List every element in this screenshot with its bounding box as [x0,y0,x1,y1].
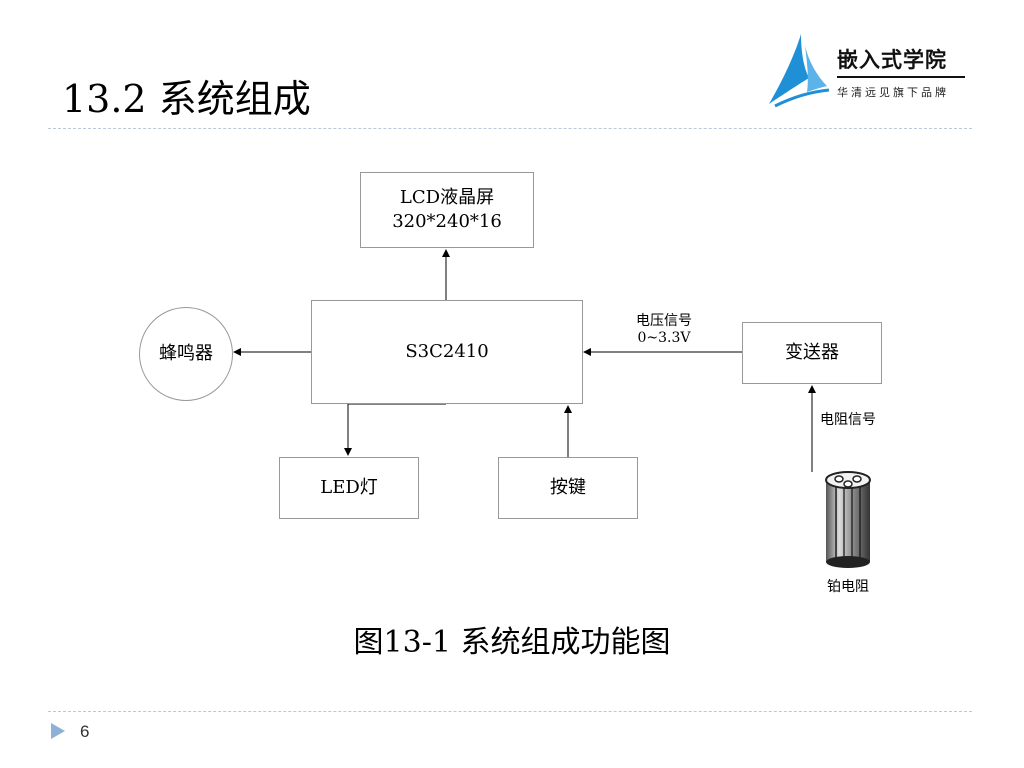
platinum-resistor-icon [825,471,871,568]
figure-caption: 图13-1 系统组成功能图 [353,625,671,660]
lcd-box: LCD液晶屏 320*240*16 [360,172,534,248]
voltage-signal-label: 电压信号 0~3.3V [620,313,708,347]
footer-divider [48,711,972,712]
arrow-cpu-to-led [344,403,446,456]
pt-resistor-label: 铂电阻 [827,579,869,595]
lcd-label: LCD液晶屏 [399,187,495,208]
resistance-signal-label: 电阻信号 [820,412,876,428]
brand-logo: 嵌入式学院 华清远见旗下品牌 [765,32,985,112]
logo-divider [837,76,965,78]
key-box: 按键 [498,457,638,519]
cpu-label: S3C2410 [405,341,489,362]
cpu-box: S3C2410 [311,300,583,404]
logo-tagline: 华清远见旗下品牌 [837,86,949,99]
key-label: 按键 [550,477,586,498]
led-label: LED灯 [320,477,378,498]
buzzer-circle: 蜂鸣器 [139,307,233,401]
page-number: 6 [80,722,90,741]
slide-title: 13.2 系统组成 [62,77,311,121]
voltage-signal-text: 电压信号 [636,313,692,329]
play-triangle-icon [51,723,65,739]
lcd-resolution: 320*240*16 [392,211,502,232]
sail-logo-icon [769,34,830,108]
transmitter-label: 变送器 [785,342,839,363]
led-box: LED灯 [279,457,419,519]
header-divider [48,128,972,129]
buzzer-label: 蜂鸣器 [159,343,213,364]
voltage-range-text: 0~3.3V [637,330,691,346]
transmitter-box: 变送器 [742,322,882,384]
logo-name: 嵌入式学院 [837,48,947,72]
